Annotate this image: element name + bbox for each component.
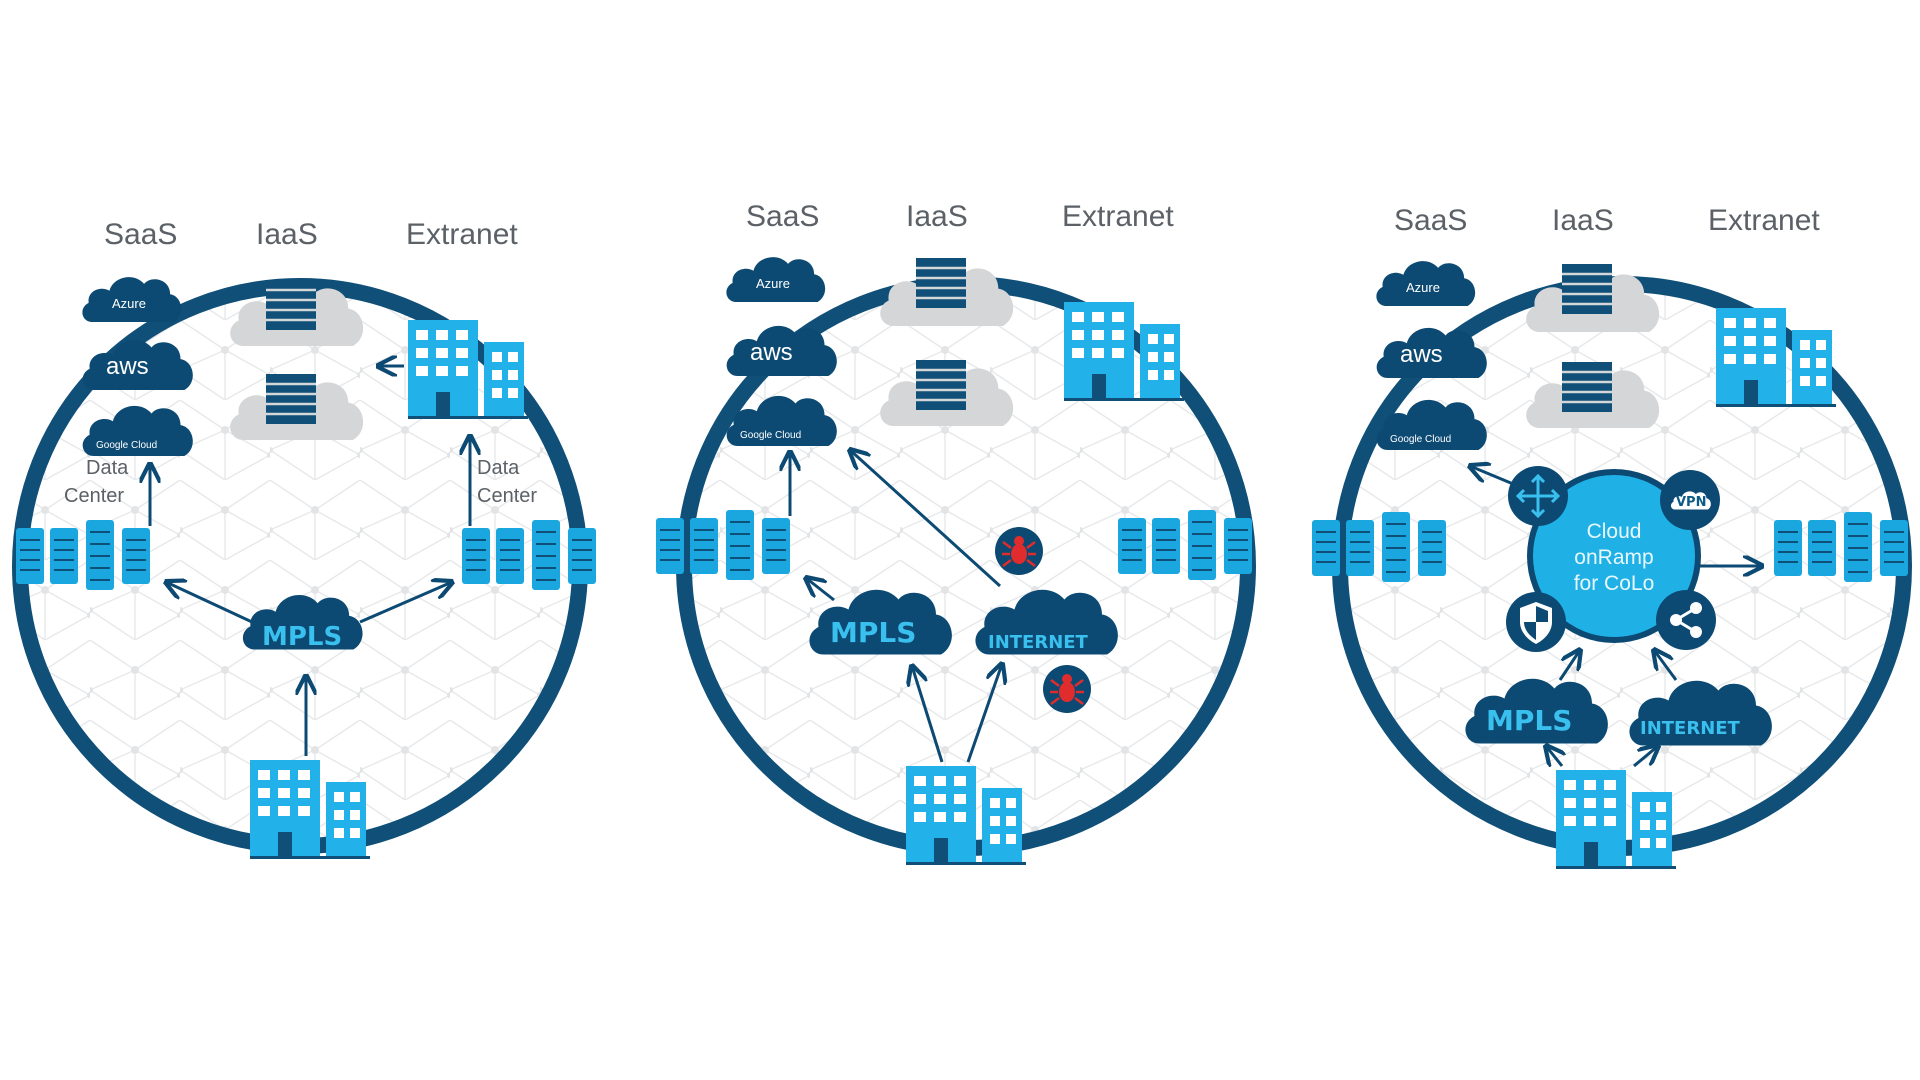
aws-label: aws — [106, 353, 149, 380]
label-iaas: IaaS — [906, 200, 968, 233]
router-icon — [1508, 466, 1568, 526]
label-saas: SaaS — [104, 218, 177, 251]
google-cloud-label: Google Cloud — [96, 440, 157, 451]
google-cloud-icon: Google Cloud — [1376, 399, 1487, 450]
panel-2: SaaS IaaS Extranet Azure aws Google Clou… — [656, 200, 1256, 865]
mpls-label: MPLS — [830, 616, 916, 649]
aws-cloud-icon: aws — [1376, 327, 1487, 378]
dc-left-label-1: Data — [86, 457, 129, 479]
hub-label-2: onRamp — [1574, 546, 1653, 569]
azure-label: Azure — [1406, 280, 1440, 295]
flow-arrows — [790, 450, 1002, 763]
label-saas: SaaS — [1394, 204, 1467, 237]
dc-right-label-1: Data — [477, 457, 520, 479]
vpn-label: VPN — [1676, 495, 1706, 510]
internet-cloud-icon: INTERNET — [1629, 680, 1772, 746]
share-icon — [1656, 590, 1716, 650]
google-cloud-icon: Google Cloud — [726, 395, 837, 446]
threat-bug-icon — [994, 526, 1044, 576]
threat-bug-icon-2 — [1042, 664, 1092, 714]
panel-3: SaaS IaaS Extranet Azure aws Google Clou… — [1312, 204, 1912, 869]
aws-cloud-icon: aws — [726, 325, 837, 376]
internet-cloud-icon: INTERNET — [975, 589, 1118, 655]
mpls-cloud-icon: MPLS — [1465, 678, 1608, 744]
mpls-cloud-icon: MPLS — [242, 595, 363, 652]
hub-label-3: for CoLo — [1574, 572, 1655, 595]
google-cloud-label: Google Cloud — [1390, 434, 1451, 445]
internet-label: INTERNET — [1640, 718, 1741, 739]
extranet-building-icon — [1716, 308, 1836, 407]
mpls-label: MPLS — [262, 622, 342, 652]
mpls-label: MPLS — [1486, 704, 1572, 737]
azure-cloud-icon: Azure — [726, 257, 826, 302]
internet-label: INTERNET — [988, 632, 1089, 653]
aws-cloud-icon: aws — [82, 339, 193, 390]
azure-label: Azure — [756, 276, 790, 291]
google-cloud-label: Google Cloud — [740, 430, 801, 441]
extranet-building-icon — [408, 320, 528, 419]
dc-left-label-2: Center — [64, 485, 124, 507]
vpn-icon: VPN — [1660, 470, 1720, 530]
label-iaas: IaaS — [256, 218, 318, 251]
flow-arrows — [150, 366, 470, 756]
aws-label: aws — [750, 339, 793, 366]
label-extranet: Extranet — [1708, 204, 1820, 237]
mpls-cloud-icon: MPLS — [809, 589, 952, 655]
label-extranet: Extranet — [406, 218, 518, 251]
aws-label: aws — [1400, 341, 1443, 368]
hub-label-1: Cloud — [1587, 520, 1642, 543]
cloud-onramp-hub: Cloud onRamp for CoLo — [1527, 469, 1701, 643]
extranet-building-icon — [1064, 302, 1184, 401]
label-saas: SaaS — [746, 200, 819, 233]
label-extranet: Extranet — [1062, 200, 1174, 233]
flow-arrows — [1470, 466, 1762, 766]
panel-1: SaaS IaaS Extranet Azure aws Google Clou… — [12, 218, 597, 859]
label-iaas: IaaS — [1552, 204, 1614, 237]
azure-cloud-icon: Azure — [82, 277, 182, 322]
dc-right-label-2: Center — [477, 485, 537, 507]
security-shield-icon — [1506, 592, 1566, 652]
google-cloud-icon: Google Cloud — [82, 405, 193, 456]
azure-label: Azure — [112, 296, 146, 311]
azure-cloud-icon: Azure — [1376, 261, 1476, 306]
